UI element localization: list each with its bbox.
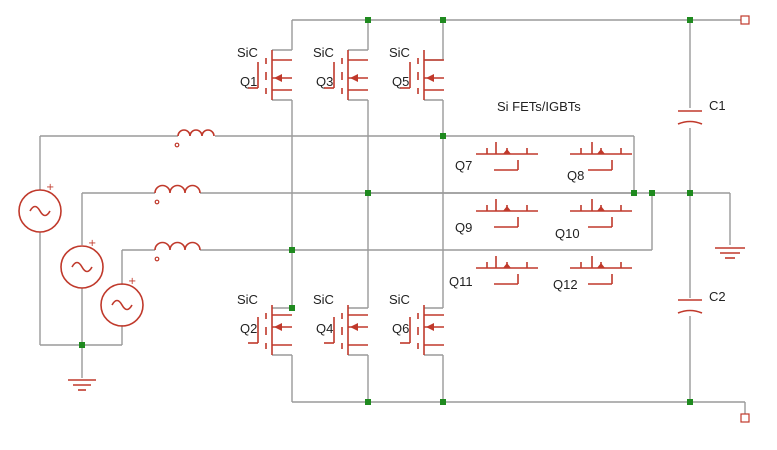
si-row-3 [476, 256, 632, 285]
source-1-polarity: + [46, 182, 54, 193]
capacitor-c2 [677, 299, 703, 314]
ac-source-1: + [18, 182, 62, 233]
si-group-label: Si FETs/IGBTs [497, 99, 581, 114]
source-3-polarity: + [128, 276, 136, 287]
q3-tech-label: SiC [313, 45, 334, 60]
q2-label: Q2 [240, 321, 257, 336]
source-2-polarity: + [88, 238, 96, 249]
inductors [154, 129, 215, 262]
mosfet-q3-symbol [324, 50, 368, 100]
mosfet-q4-symbol [324, 305, 368, 355]
mosfet-q6-symbol [400, 305, 444, 355]
capacitors [677, 110, 703, 314]
si-row-2 [476, 199, 632, 228]
q7-label: Q7 [455, 158, 472, 173]
q9-label: Q9 [455, 220, 472, 235]
q6-label: Q6 [392, 321, 409, 336]
q11-label: Q11 [449, 274, 473, 289]
ac-sources: + + + [18, 182, 144, 327]
junction-nodes [79, 17, 693, 405]
inductor-3 [154, 241, 201, 251]
q2-tech-label: SiC [237, 292, 258, 307]
capacitor-c1 [677, 110, 703, 125]
si-row-1 [476, 142, 632, 171]
ground-symbols [68, 247, 745, 391]
labels: SiC Q1 SiC Q3 SiC Q5 SiC Q2 SiC Q4 SiC Q… [237, 45, 726, 336]
q3-label: Q3 [316, 74, 333, 89]
si-switch-symbols [476, 142, 632, 285]
ground-icon [68, 379, 96, 391]
terminal-negative-icon [740, 413, 750, 423]
ground-icon [715, 247, 745, 259]
q10-label: Q10 [555, 226, 580, 241]
mosfet-q1-symbol [248, 50, 292, 100]
inductor-2 [154, 184, 201, 194]
ac-source-3: + [100, 276, 144, 327]
mosfet-q2-symbol [248, 305, 292, 355]
sic-mosfet-symbols [248, 50, 444, 355]
wires [39, 19, 746, 418]
mosfet-q5-symbol [400, 50, 444, 100]
c1-label: C1 [709, 98, 726, 113]
q8-label: Q8 [567, 168, 584, 183]
q12-label: Q12 [553, 277, 578, 292]
q5-tech-label: SiC [389, 45, 410, 60]
c2-label: C2 [709, 289, 726, 304]
terminal-positive-icon [740, 15, 750, 25]
inductor-1 [177, 129, 215, 137]
q5-label: Q5 [392, 74, 409, 89]
q1-label: Q1 [240, 74, 257, 89]
q1-tech-label: SiC [237, 45, 258, 60]
q6-tech-label: SiC [389, 292, 410, 307]
q4-label: Q4 [316, 321, 333, 336]
ac-source-2: + [60, 238, 104, 289]
q4-tech-label: SiC [313, 292, 334, 307]
